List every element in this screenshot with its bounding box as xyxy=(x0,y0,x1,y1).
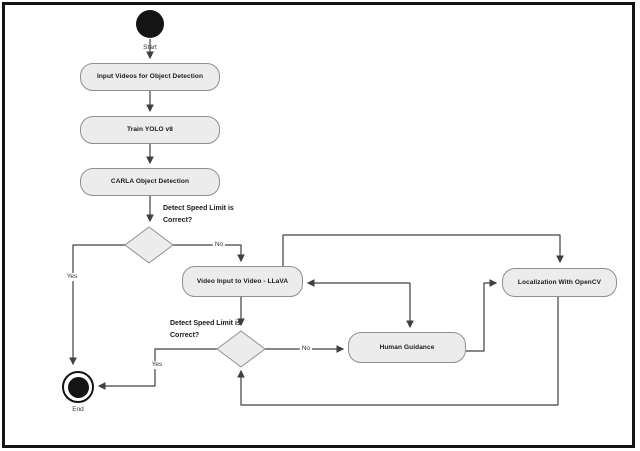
decision-1-question-line1: Detect Speed Limit is xyxy=(163,205,234,212)
end-node xyxy=(62,371,94,403)
start-node xyxy=(136,10,164,38)
decision-1-diamond xyxy=(124,226,174,264)
start-node-label: Start xyxy=(143,44,157,51)
decision-1-question-line2: Correct? xyxy=(163,217,193,224)
decision-2-diamond xyxy=(216,330,266,368)
node-train-yolo: Train YOLO v8 xyxy=(80,116,220,144)
decision-1-question: Detect Speed Limit is Correct? xyxy=(163,203,234,227)
node-carla-label: CARLA Object Detection xyxy=(110,178,190,186)
node-localization-label: Localization With OpenCV xyxy=(517,278,602,286)
edge-decision1-no-to-llava xyxy=(173,244,245,263)
edge-label-no-2: No xyxy=(299,345,313,353)
node-llava: Video Input to Video - LLaVA xyxy=(182,266,303,297)
node-human-guidance: Human Guidance xyxy=(348,332,466,363)
edge-label-yes-1: Yes xyxy=(64,273,80,281)
node-carla: CARLA Object Detection xyxy=(80,168,220,196)
decision-2-question-line2: Correct? xyxy=(170,332,200,339)
node-input-videos-label: Input Videos for Object Detection xyxy=(96,73,204,81)
decision-2-question-line1: Detect Speed Limit is xyxy=(170,320,241,327)
decision-2-question: Detect Speed Limit is Correct? xyxy=(170,318,241,342)
edge-decision1-yes-to-end xyxy=(69,244,125,366)
edge-label-yes-2: Yes xyxy=(149,361,165,369)
node-human-guidance-label: Human Guidance xyxy=(379,343,435,351)
edge-label-no-1: No xyxy=(212,241,226,249)
end-node-core xyxy=(67,376,89,398)
node-input-videos: Input Videos for Object Detection xyxy=(80,63,220,91)
end-node-label: End xyxy=(72,406,84,413)
edge-llava-to-localization xyxy=(282,234,564,266)
node-llava-label: Video Input to Video - LLaVA xyxy=(196,277,289,285)
edge-localization-to-decision2 xyxy=(237,297,559,406)
edge-guidance-to-localization xyxy=(466,279,498,352)
node-train-yolo-label: Train YOLO v8 xyxy=(127,126,173,134)
node-localization: Localization With OpenCV xyxy=(502,268,617,297)
